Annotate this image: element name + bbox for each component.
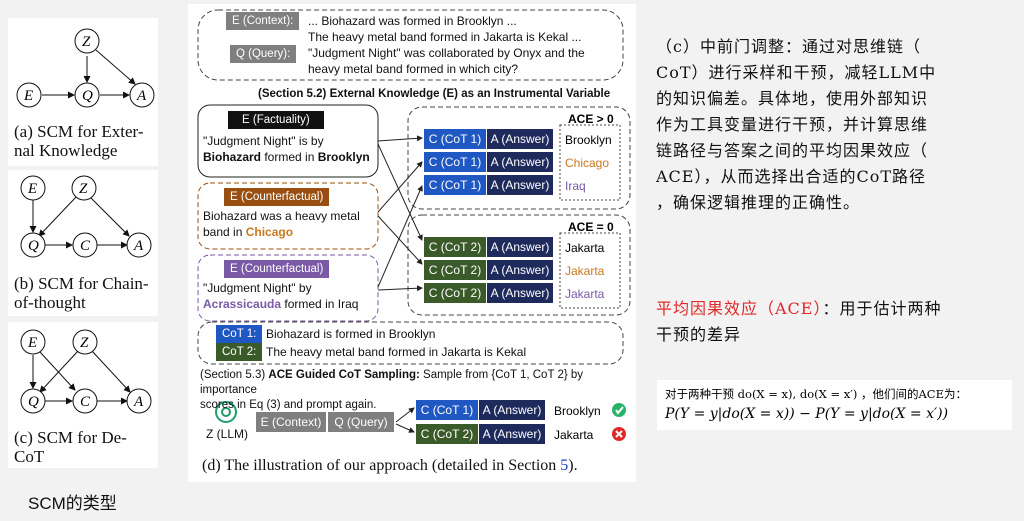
factuality-tag: E (Factuality) [228,111,324,129]
description-paragraph: （c）中前门调整：通过对思维链（ CoT）进行采样和干预，减轻LLM中 的知识偏… [656,37,937,212]
figure-connectors [197,9,631,441]
cot1-label: CoT 1: [216,325,263,343]
answer-cell: A (Answer) [487,175,553,195]
node-q: Q [82,88,93,104]
query-tag: Q (Query): [230,45,297,63]
ace-zero-label: ACE = 0 [568,220,614,234]
scm-panel-a: Z E Q A (a) SCM for Exter-nal Knowledge [8,18,158,166]
node-a: A [136,88,147,104]
answer-cell: A (Answer) [487,237,553,257]
answer-cell: A (Answer) [487,283,553,303]
scm-graph-b: E Z Q C A [20,175,152,258]
final-answer-jakarta: Jakarta [554,428,594,442]
node-e: E [27,335,37,351]
formula-line-2: P(Y = y|do(X = x)) − P(Y = y|do(X = x′)) [665,406,949,422]
final-cot1-cell: C (CoT 1) [416,400,478,420]
scm-caption-c: (c) SCM for De-CoT [14,428,127,466]
node-e: E [23,88,33,104]
scm-caption-b: (b) SCM for Chain-of-thought [14,274,149,312]
llm-logo-icon [215,401,237,423]
result-iraq: Iraq [565,179,586,193]
node-a: A [133,394,144,410]
factuality-text: "Judgment Night" is by Biohazard formed … [203,134,370,164]
scm-panel-c: E Z Q C A (c) SCM for De-CoT [8,322,158,468]
cot1-cell: C (CoT 1) [424,129,486,149]
q-query-cell: Q (Query) [328,412,394,432]
node-c: C [80,238,91,254]
context-text: ... Biohazard was formed in Brooklyn ... [308,14,517,28]
result-jakarta-1: Jakarta [565,241,605,255]
node-e: E [27,181,37,197]
query-text-2: heavy metal band formed in which city? [308,62,519,76]
node-z: Z [80,335,89,351]
cot2-cell: C (CoT 2) [424,283,486,303]
final-answer-cell: A (Answer) [479,424,545,444]
scm-panel-b: E Z Q C A (b) SCM for Chain-of-thought [8,170,158,316]
answer-cell: A (Answer) [487,152,553,172]
cross-icon [612,427,626,441]
final-cot2-cell: C (CoT 2) [416,424,478,444]
node-c: C [80,394,91,410]
counterfactual-text-2: "Judgment Night" by Acrassicauda formed … [203,281,359,311]
node-a: A [133,238,144,254]
scm-caption-a: (a) SCM for Exter-nal Knowledge [14,122,144,160]
cot2-cell: C (CoT 2) [424,260,486,280]
counterfactual-text-1: Biohazard was a heavy metal band in Chic… [203,209,360,239]
cot2-label: CoT 2: [216,343,263,361]
node-z: Z [82,34,91,50]
ace-definition: 平均因果效应（ACE）：用于估计两种 干预的差异 [656,299,942,344]
section53-text: (Section 5.3) ACE Guided CoT Sampling: S… [200,369,584,411]
final-answer-brooklyn: Brooklyn [554,404,601,418]
result-chicago: Chicago [565,156,610,170]
e-context-cell: E (Context) [256,412,326,432]
cot1-text: Biohazard is formed in Brooklyn [266,327,436,341]
result-jakarta-3: Jakarta [565,287,605,301]
cot2-cell: C (CoT 2) [424,237,486,257]
cot1-cell: C (CoT 1) [424,152,486,172]
node-q: Q [28,238,39,254]
figure-caption: (d) The illustration of our approach (de… [202,457,578,474]
counterfactual-tag-2: E (Counterfactual) [224,260,330,278]
context-tag: E (Context): [226,12,300,30]
result-jakarta-2: Jakarta [565,264,605,278]
cot2-text: The heavy metal band formed in Jakarta i… [266,345,527,359]
node-q: Q [28,394,39,410]
node-z: Z [79,181,88,197]
counterfactual-tag-1: E (Counterfactual) [224,188,330,206]
result-brooklyn: Brooklyn [565,133,612,147]
final-answer-cell: A (Answer) [479,400,545,420]
check-icon [612,403,626,417]
query-text: "Judgment Night" was collaborated by Ony… [308,46,585,60]
section-label: SCM的类型 [28,494,117,513]
llm-label: Z (LLM) [206,427,248,441]
ace-positive-label: ACE > 0 [568,112,614,126]
scm-graph-c: E Z Q C A [20,329,152,414]
answer-cell: A (Answer) [487,129,553,149]
context-text-2: The heavy metal band formed in Jakarta i… [308,30,582,44]
scm-graph-a: Z E Q A [16,28,155,108]
section52-heading: (Section 5.2) External Knowledge (E) as … [258,88,611,100]
answer-cell: A (Answer) [487,260,553,280]
figure-panel: E (Context): ... Biohazard was formed in… [188,4,636,482]
formula-line-1: 对于两种干预 do(X = x), do(X = x′) ，他们间的ACE为： [665,387,967,401]
cot1-cell: C (CoT 1) [424,175,486,195]
formula-box: 对于两种干预 do(X = x), do(X = x′) ，他们间的ACE为： … [657,380,1012,430]
